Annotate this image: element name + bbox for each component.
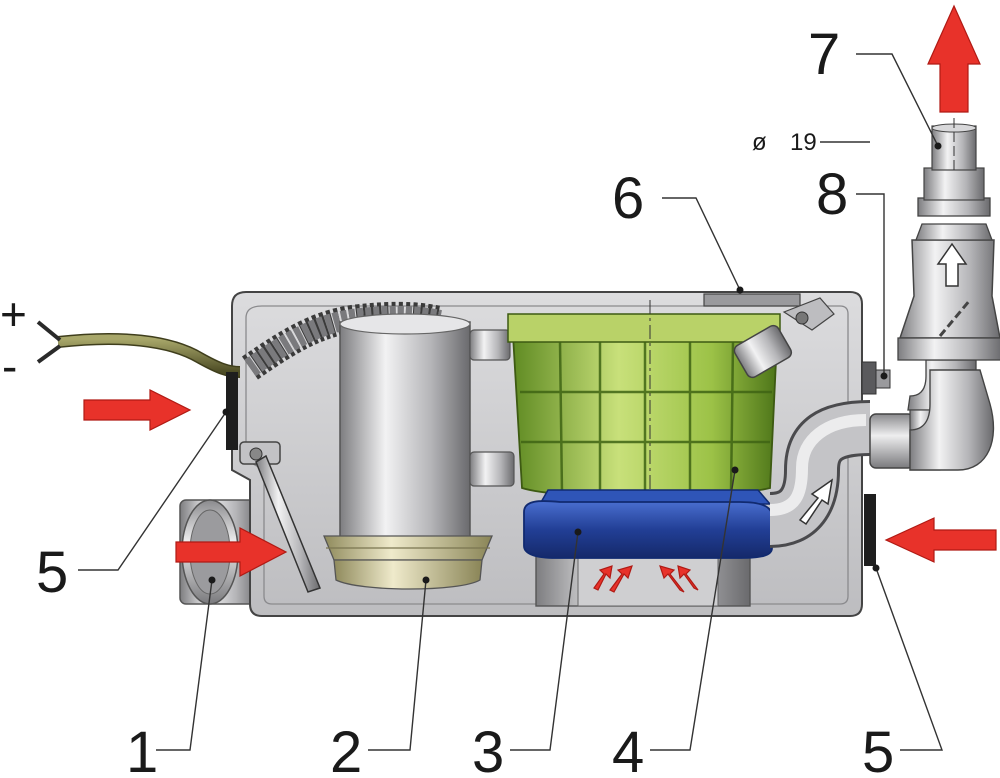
discharge-connector: [869, 118, 1000, 471]
outlet-hose: [768, 400, 871, 548]
flow-arrows-red: [83, 4, 997, 593]
vent-left: [226, 372, 238, 450]
vent-right: [864, 494, 876, 566]
flow-arrows-white: [798, 242, 968, 526]
callout-1: 1: [126, 720, 158, 778]
callout-5-right: 5: [862, 720, 894, 778]
leader-lines: [78, 53, 943, 751]
diameter-value: 19: [790, 129, 817, 156]
callout-5-left: 5: [36, 540, 68, 605]
minus-label: -: [2, 340, 17, 392]
inlet-arrow-pipe: [175, 527, 288, 577]
inlet-arrow-right: [884, 517, 997, 563]
callout-4: 4: [612, 720, 644, 778]
callout-3: 3: [472, 720, 504, 778]
float-switch: [239, 441, 321, 593]
filter-basket: [507, 313, 793, 498]
motor: [323, 313, 515, 590]
callout-8: 8: [816, 162, 848, 227]
callout-7: 7: [808, 22, 840, 87]
pump-basin: [523, 489, 773, 607]
diameter-symbol: ø: [752, 129, 767, 156]
callout-6: 6: [612, 166, 644, 231]
outlet-arrow-top: [927, 4, 981, 113]
lid-valve: [703, 293, 835, 331]
plus-label: +: [0, 288, 27, 340]
callout-2: 2: [330, 720, 362, 778]
inlet-arrow-left: [83, 389, 192, 431]
